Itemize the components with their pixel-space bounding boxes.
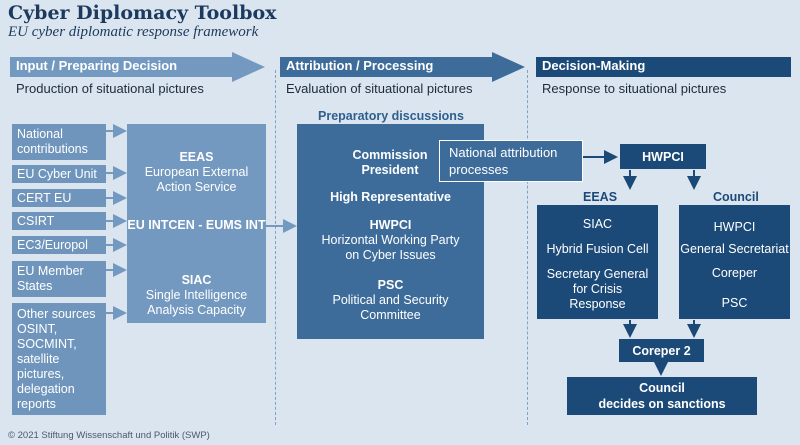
phase-arrow-attribution: [280, 52, 525, 82]
source-ec3-europol: EC3/Europol: [12, 236, 106, 254]
eeas-title: EEAS: [179, 150, 214, 164]
page-title: Cyber Diplomacy Toolbox: [8, 2, 277, 24]
phase-divider: [527, 70, 528, 425]
page-subtitle: EU cyber diplomatic response framework: [8, 24, 259, 40]
phase-divider: [275, 70, 276, 425]
eeas-text: European External Action Service: [144, 165, 249, 194]
eeas-decision-box: [537, 205, 658, 319]
council-heading: Council: [713, 190, 759, 204]
phase-desc-decision: Response to situational pictures: [542, 81, 727, 96]
phase-desc-input: Production of situational pictures: [16, 81, 204, 96]
council-final-text: decides on sanctions: [598, 397, 726, 411]
source-cert-eu: CERT EU: [12, 189, 106, 207]
council-item: General Secretariat: [680, 242, 789, 256]
eeas-item: Secretary General for Crisis Response: [546, 267, 649, 311]
source-eu-cyber-unit: EU Cyber Unit: [12, 165, 106, 183]
phase-bar-decision: [536, 57, 791, 77]
phase-desc-attribution: Evaluation of situational pictures: [286, 81, 473, 96]
eeas-item: Hybrid Fusion Cell: [546, 242, 649, 256]
phase-arrow-input: [10, 52, 265, 82]
council-item: HWPCI: [713, 220, 756, 234]
phase-label-input: Input / Preparing Decision: [16, 58, 178, 73]
eeas-heading: EEAS: [583, 190, 618, 204]
council-item: Coreper: [711, 266, 758, 280]
high-representative: High Representative: [330, 190, 451, 204]
prep-hwpci-title: HWPCI: [369, 218, 412, 232]
source-eu-member-states: EU Member States: [12, 261, 106, 297]
council-item: PSC: [721, 296, 748, 310]
siac-text: Single Intelligence Analysis Capacity: [145, 288, 248, 317]
source-csirt: CSIRT: [12, 212, 106, 230]
council-sanctions-box: [567, 377, 757, 415]
copyright-footer: © 2021 Stiftung Wissenschaft und Politik…: [8, 430, 210, 441]
intcen-label: EU INTCEN - EUMS INT: [127, 218, 266, 232]
prep-heading: Preparatory discussions: [318, 109, 464, 123]
decision-hwpci: HWPCI: [620, 144, 706, 169]
commission-president: Commission President: [352, 148, 428, 177]
council-decision-box: [679, 205, 790, 319]
eeas-intelligence-box: [127, 124, 266, 323]
prep-hwpci-text: Horizontal Working Party on Cyber Issues: [321, 233, 460, 262]
siac-title: SIAC: [181, 273, 212, 287]
national-attribution-box: National attribution processes: [439, 140, 583, 182]
council-final-title: Council: [639, 381, 685, 395]
eeas-item: SIAC: [582, 217, 613, 231]
phase-label-attribution: Attribution / Processing: [286, 58, 434, 73]
source-national-contributions: National contributions: [12, 124, 106, 160]
coreper2-box: Coreper 2: [619, 339, 704, 362]
prep-psc-title: PSC: [377, 278, 404, 292]
source-other-sources: Other sources OSINT, SOCMINT, satellite …: [12, 303, 106, 415]
prep-psc-text: Political and Security Committee: [332, 293, 449, 322]
phase-label-decision: Decision-Making: [542, 58, 646, 73]
